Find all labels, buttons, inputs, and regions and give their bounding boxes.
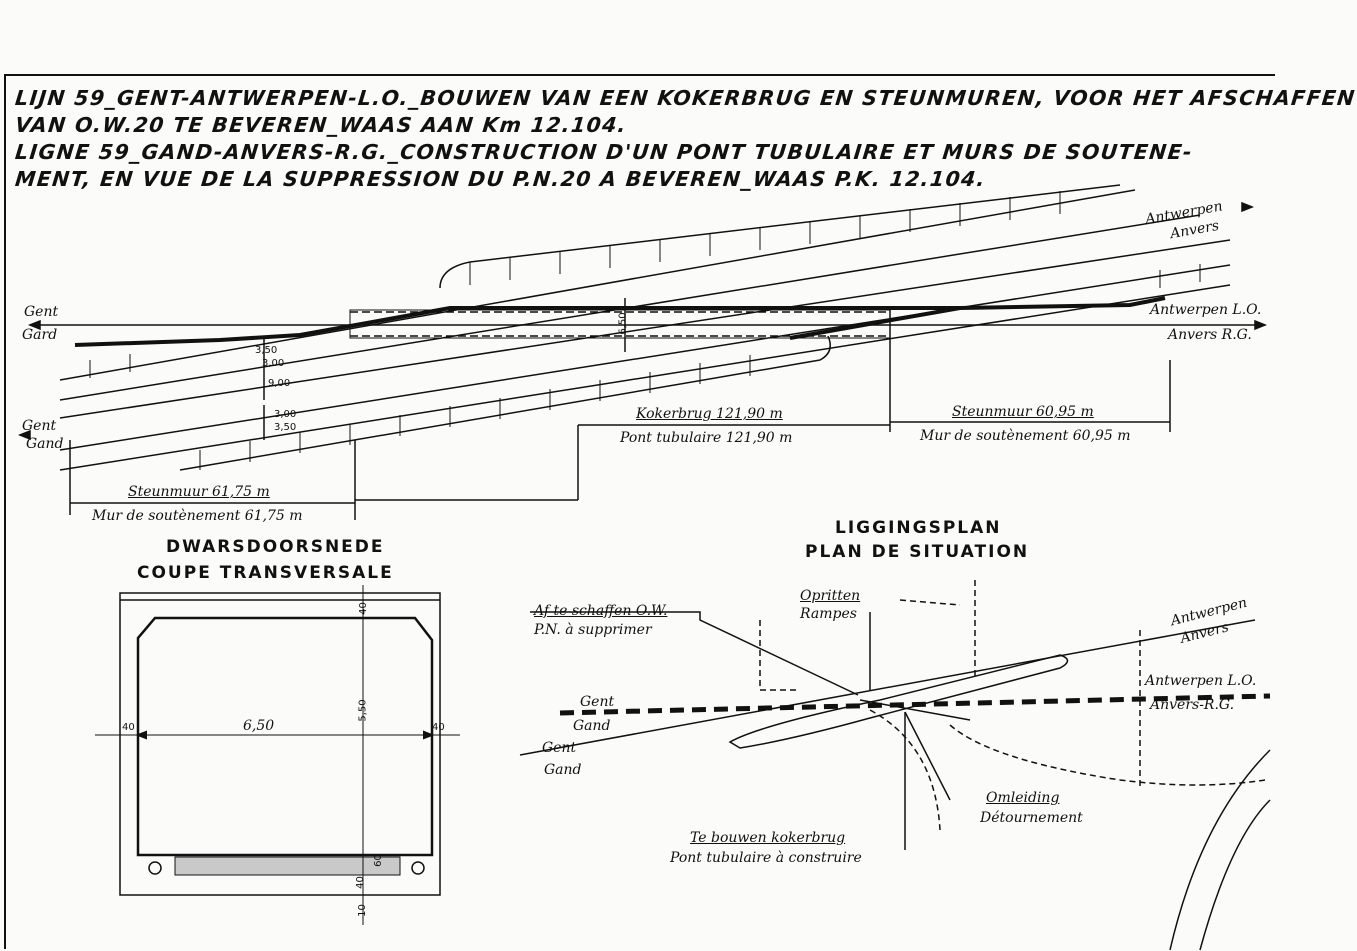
- label-anvers-rg-situation: Anvers-R.G.: [1150, 697, 1235, 713]
- dim-650-section: 6,50: [243, 718, 275, 734]
- label-antwerpen-lo: Antwerpen L.O.: [1150, 302, 1262, 318]
- label-gent-top: Gent: [24, 304, 59, 320]
- dim-300-a: 3,00: [262, 358, 285, 369]
- plan-drawing: [17, 184, 1271, 951]
- label-steunmuur-left: Steunmuur 61,75 m: [128, 484, 270, 500]
- label-af-te-schaffen: Af te schaffen O.W.: [534, 603, 668, 619]
- label-gent-bottom: Gent: [22, 418, 57, 434]
- section-title-nl: DWARSDOORSNEDE: [166, 537, 385, 557]
- dim-300-b: 3,00: [274, 409, 297, 420]
- label-te-bouwen: Te bouwen kokerbrug: [690, 830, 846, 846]
- arrow-right-icon: [1254, 319, 1268, 331]
- track-line: [59, 284, 1231, 471]
- arrow-left-icon: [27, 319, 41, 331]
- dim-900: 9,00: [268, 378, 291, 389]
- label-gand-bottom: Gand: [26, 436, 64, 452]
- label-anvers-rg: Anvers R.G.: [1168, 327, 1252, 343]
- section-title-fr: COUPE TRANSVERSALE: [137, 563, 394, 583]
- track-line: [59, 189, 1136, 381]
- dim-350-b: 3,50: [274, 422, 297, 433]
- dim-40-bottom: 40: [354, 876, 366, 889]
- label-gent-1: Gent: [580, 694, 615, 710]
- label-detournement: Détournement: [980, 810, 1083, 826]
- cross-section-drawing: [95, 585, 460, 925]
- dim-650-plan: 6,50: [617, 312, 629, 335]
- dim-40-left: 40: [122, 722, 135, 733]
- label-mur-left: Mur de soutènement 61,75 m: [92, 508, 303, 524]
- label-opritten: Opritten: [800, 588, 861, 604]
- dim-60: 60: [372, 854, 384, 867]
- label-gand-2: Gand: [544, 762, 582, 778]
- label-antwerpen-lo-situation: Antwerpen L.O.: [1145, 673, 1257, 689]
- situation-title-fr: PLAN DE SITUATION: [805, 542, 1030, 562]
- label-kokerbrug: Kokerbrug 121,90 m: [636, 406, 783, 422]
- situation-title-nl: LIGGINGSPLAN: [835, 518, 1002, 538]
- label-gent-2: Gent: [542, 740, 577, 756]
- situation-drawing: [519, 580, 1271, 951]
- dim-10: 10: [356, 904, 368, 917]
- dim-350-a: 3,50: [255, 345, 278, 356]
- label-pont-tubulaire: Pont tubulaire 121,90 m: [620, 430, 793, 446]
- dim-40-right: 40: [432, 722, 445, 733]
- drawing-frame: [4, 74, 1275, 949]
- arrow-right-icon: [1241, 201, 1255, 213]
- rail-lo: [74, 296, 1166, 347]
- label-gand-1: Gand: [573, 718, 611, 734]
- label-pont-construire: Pont tubulaire à construire: [670, 850, 862, 866]
- label-omleiding: Omleiding: [986, 790, 1060, 806]
- label-gand-top: Gard: [22, 327, 58, 343]
- lower-wall: [179, 335, 831, 471]
- label-steunmuur-right: Steunmuur 60,95 m: [952, 404, 1094, 420]
- dim-550: 5,50: [357, 699, 369, 722]
- track-line: [59, 264, 1231, 451]
- drawing-sheet: LIJN 59_GENT-ANTWERPEN-L.O._BOUWEN VAN E…: [4, 74, 1357, 951]
- label-rampes: Rampes: [800, 606, 857, 622]
- dim-40-top: 40: [357, 602, 369, 615]
- rail-lo-link: [789, 306, 961, 340]
- track-line: [59, 239, 1231, 419]
- label-pn-supprimer: P.N. à supprimer: [534, 622, 652, 638]
- wall-hatching: [89, 191, 1201, 470]
- label-mur-right: Mur de soutènement 60,95 m: [920, 428, 1131, 444]
- arrow-left-icon: [17, 429, 31, 441]
